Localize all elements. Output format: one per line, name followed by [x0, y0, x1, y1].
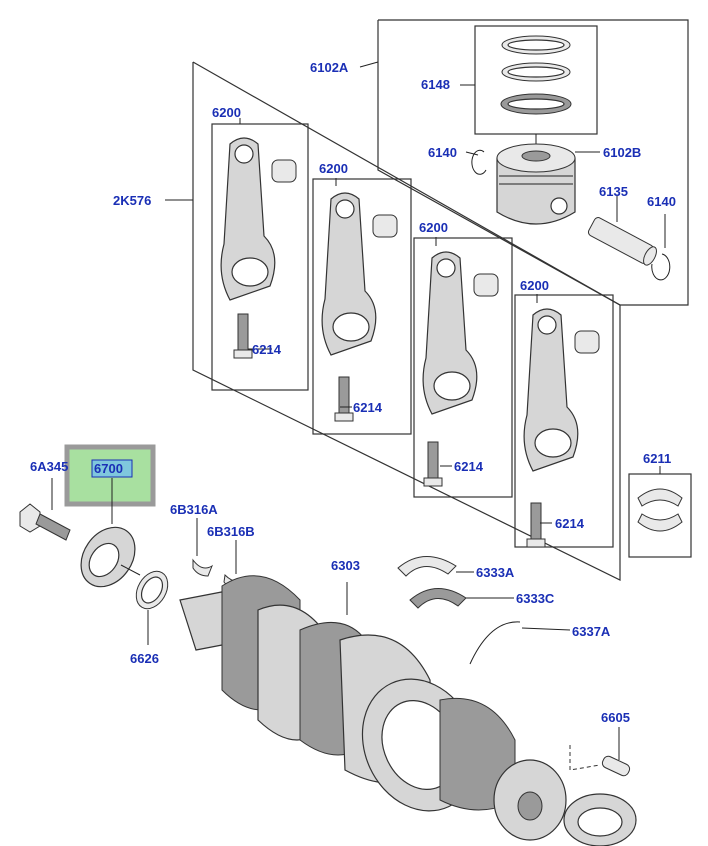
callout-6626[interactable]: 6626: [130, 651, 159, 666]
callout-6200-2[interactable]: 6200: [319, 161, 348, 176]
thrust-bearing-6337A: [469, 621, 521, 665]
circlip-top: [471, 149, 487, 175]
callout-6102B[interactable]: 6102B: [603, 145, 641, 160]
callout-6140-top[interactable]: 6140: [428, 145, 457, 160]
callout-6140-right[interactable]: 6140: [647, 194, 676, 209]
callout-6700[interactable]: 6700: [94, 461, 123, 476]
piston-assembly-frame: [377, 19, 689, 306]
callout-6102A[interactable]: 6102A: [310, 60, 349, 75]
piston-assembly-group: [359, 19, 689, 306]
callout-6B316B[interactable]: 6B316B: [207, 524, 255, 539]
piston-pin: [587, 217, 657, 266]
bolt-6A345: [19, 478, 71, 541]
callout-6135[interactable]: 6135: [599, 184, 628, 199]
callout-6337A[interactable]: 6337A: [572, 624, 611, 639]
conrod-3: [413, 237, 513, 498]
callout-6211[interactable]: 6211: [643, 451, 671, 466]
conrod-assembly-group: [165, 61, 621, 581]
dowel-6605: [569, 727, 631, 777]
conrod-2: [312, 178, 412, 435]
callout-6200-1[interactable]: 6200: [212, 105, 241, 120]
callout-2K576[interactable]: 2K576: [113, 193, 151, 208]
callout-6214-4[interactable]: 6214: [555, 516, 585, 531]
ring-6626: [135, 570, 169, 645]
conrod-4: [514, 294, 614, 548]
conrod-1: [211, 118, 309, 391]
conrod-assembly-frame: [192, 61, 621, 581]
callout-6B316A[interactable]: 6B316A: [170, 502, 218, 517]
rod-bearing-group: [628, 466, 692, 558]
callout-6148[interactable]: 6148: [421, 77, 450, 92]
callout-6200-3[interactable]: 6200: [419, 220, 448, 235]
callout-6333C[interactable]: 6333C: [516, 591, 555, 606]
circlip-right: [651, 253, 671, 281]
piston: [496, 143, 576, 225]
piston-rings: [500, 35, 572, 115]
callout-6200-4[interactable]: 6200: [520, 278, 549, 293]
callout-6214-3[interactable]: 6214: [454, 459, 484, 474]
callout-6333A[interactable]: 6333A: [476, 565, 515, 580]
callout-6214-1[interactable]: 6214: [252, 342, 282, 357]
callout-6605[interactable]: 6605: [601, 710, 630, 725]
crankshaft-6303: [179, 575, 567, 841]
callout-6A345[interactable]: 6A345: [30, 459, 68, 474]
callout-6214-2[interactable]: 6214: [353, 400, 383, 415]
callout-6303[interactable]: 6303: [331, 558, 360, 573]
oil-seal-6700: [80, 478, 136, 588]
highlight-label-box-6700: [91, 459, 133, 478]
main-bearings-6333: [397, 556, 514, 609]
